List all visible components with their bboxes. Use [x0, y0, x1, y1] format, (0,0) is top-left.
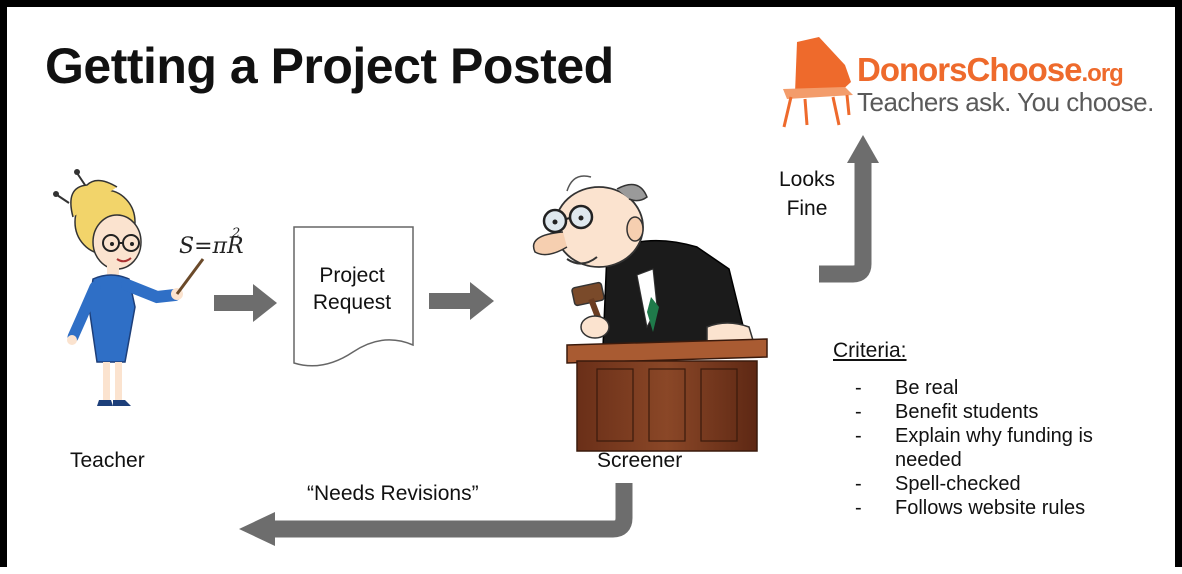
screener-label: Screener — [597, 449, 683, 472]
diagram-canvas: S=πR 2 — [53, 37, 879, 546]
criteria-dash: - — [855, 497, 862, 519]
criteria-item-text: Be real — [895, 377, 959, 399]
project-request-label-line2: Request — [312, 291, 392, 314]
brand-domain-suffix: .org — [1081, 60, 1124, 87]
looks-fine-label: Looks Fine — [775, 165, 839, 223]
project-request-label-line1: Project — [319, 264, 385, 287]
criteria-dash: - — [855, 425, 862, 447]
donorschoose-chair-logo — [782, 37, 853, 128]
screener-judge-illustration — [532, 175, 768, 452]
criteria-heading: Criteria: — [833, 339, 907, 362]
page-title: Getting a Project Posted — [45, 38, 614, 94]
criteria-dash: - — [855, 401, 862, 423]
formula-exponent: 2 — [231, 226, 240, 241]
criteria-item: - Follows website rules — [855, 496, 1155, 520]
needs-revisions-label: “Needs Revisions” — [307, 482, 479, 505]
brand-tagline: Teachers ask. You choose. — [857, 87, 1154, 117]
criteria-dash: - — [855, 377, 862, 399]
project-request-label: Project Request — [292, 262, 412, 316]
criteria-item-text: Follows website rules — [895, 497, 1086, 519]
teacher-label: Teacher — [70, 449, 145, 472]
criteria-item-text: Explain why funding is needed — [895, 425, 1093, 471]
criteria-dash: - — [855, 473, 862, 495]
criteria-item: - Explain why funding is needed — [855, 424, 1155, 472]
criteria-item: - Be real — [855, 376, 1155, 400]
looks-fine-line1: Looks — [778, 168, 836, 191]
looks-fine-line2: Fine — [786, 197, 828, 220]
criteria-item: - Benefit students — [855, 400, 1155, 424]
criteria-item: - Spell-checked — [855, 472, 1155, 496]
formula-text: S=πR — [179, 234, 244, 259]
arrow-request-to-screener — [429, 282, 494, 320]
teacher-illustration — [53, 169, 205, 406]
project-request-document — [293, 226, 414, 367]
arrow-needs-revisions — [239, 483, 633, 546]
criteria-list: - Be real - Benefit students - Explain why … — [855, 376, 1155, 520]
arrow-teacher-to-request — [214, 284, 277, 322]
criteria-item-text: Benefit students — [895, 401, 1039, 423]
arrow-looks-fine — [819, 135, 879, 283]
brand-name-main: DonorsChoose — [857, 51, 1083, 88]
brand-name: DonorsChoose.org — [857, 51, 1124, 89]
criteria-item-text: Spell-checked — [895, 473, 1021, 495]
